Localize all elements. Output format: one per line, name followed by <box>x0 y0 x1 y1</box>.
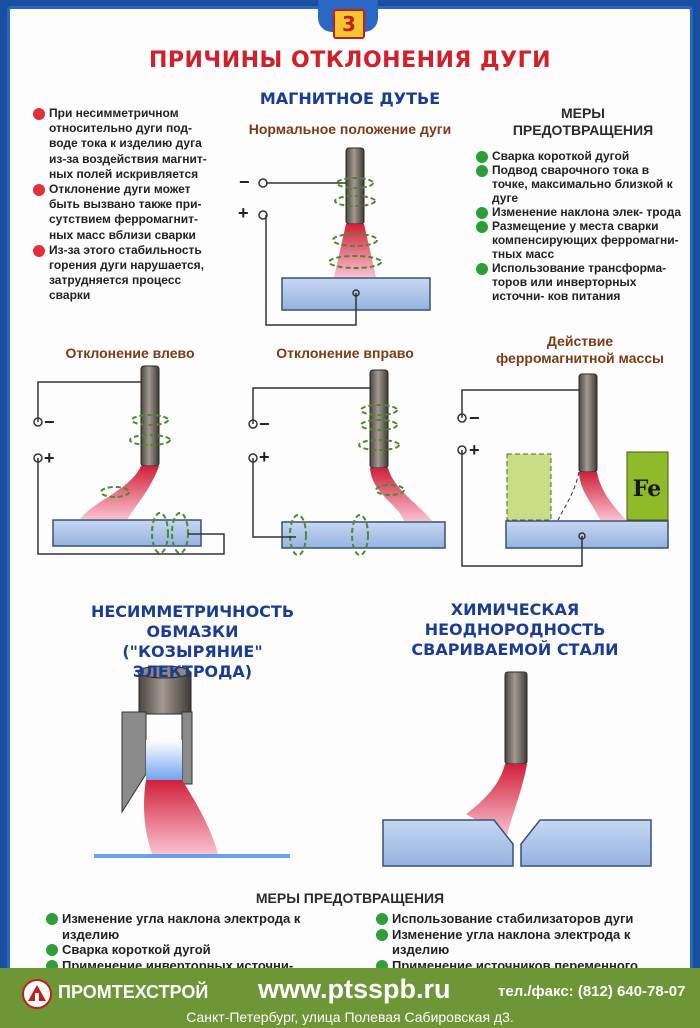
arc-flame <box>579 472 626 520</box>
measure-item: Изменение угла наклона электрода к издел… <box>376 927 681 958</box>
measure-item: Подвод сварочного тока в точке, максимал… <box>476 163 681 205</box>
right-deviation-diagram <box>248 369 446 556</box>
green-bullet-icon <box>476 221 488 233</box>
coating-shell <box>121 711 147 814</box>
chemical-heading: ХИМИЧЕСКАЯ НЕОДНОРОДНОСТЬ СВАРИВАЕМОЙ СТ… <box>411 600 619 659</box>
website-link[interactable]: www.ptsspb.ru <box>258 974 451 1004</box>
green-bullet-icon <box>476 165 488 177</box>
green-bullet-icon <box>376 928 388 941</box>
coating-diagram <box>94 665 290 858</box>
plus-label: + <box>238 203 249 223</box>
measure-item: Использование трансформа- торов или инве… <box>476 261 681 303</box>
cause-item: Отклонение дуги может быть вызвано также… <box>33 182 213 243</box>
cause-item: Из-за этого стабильность горения дуги на… <box>33 243 213 304</box>
measures-heading: МЕРЫ ПРЕДОТВРАЩЕНИЯ <box>512 105 654 138</box>
circuit-wires <box>248 387 370 538</box>
arc-flame <box>80 466 159 519</box>
circuit-wires <box>457 389 586 567</box>
green-bullet-icon <box>476 151 488 163</box>
minus-label: − <box>259 414 270 434</box>
measure-item: Изменение угла наклона электрода к издел… <box>46 911 346 942</box>
chemical-diagram <box>382 671 652 867</box>
measure-item: Сварка короткой дугой <box>46 942 346 958</box>
green-mass-left <box>506 453 552 521</box>
green-bullet-icon <box>46 944 58 956</box>
footer-bar <box>0 968 700 1028</box>
arc-ghost-outline <box>557 471 580 521</box>
magnetic-field-lines <box>100 414 189 554</box>
ferromagnetic-diagram: Fe <box>457 373 669 567</box>
arc-flame <box>466 764 527 836</box>
magnetic-field-lines <box>289 404 405 556</box>
causes-list: При несимметричном относительно дуги под… <box>33 106 213 304</box>
workpiece-plate <box>505 520 669 549</box>
red-bullet-icon <box>33 108 45 120</box>
address: Санкт-Петербург, улица Полевая Сабировск… <box>186 1009 514 1025</box>
electrode <box>578 373 598 473</box>
green-bullet-icon <box>46 913 58 925</box>
measures-list: Сварка короткой дугой Подвод сварочного … <box>476 149 681 303</box>
coating-shell-right <box>181 711 193 785</box>
electrode <box>345 147 365 225</box>
coating-heading: НЕСИММЕТРИЧНОСТЬ ОБМАЗКИ ("КОЗЫРЯНИЕ" ЭЛ… <box>90 602 295 681</box>
green-bullet-icon <box>376 913 388 925</box>
magnetic-heading: МАГНИТНОЕ ДУТЬЕ <box>259 89 441 108</box>
red-bullet-icon <box>33 184 45 197</box>
bottom-measures-right: Использование стабилизаторов дуги Измене… <box>376 911 681 973</box>
bottom-measures-heading: МЕРЫ ПРЕДОТВРАЩЕНИЯ <box>255 890 445 906</box>
electrode <box>504 671 528 765</box>
ferromagnetic-caption: Действие ферромагнитной массы <box>495 333 665 366</box>
circuit-wires <box>258 178 360 326</box>
arc-flame <box>144 780 218 854</box>
measure-item: Использование стабилизаторов дуги <box>376 911 681 927</box>
minus-label: − <box>239 172 250 192</box>
iron-mass <box>626 451 669 521</box>
right-deviation-caption: Отклонение вправо <box>276 345 414 361</box>
measure-item: Размещение у места сварки компенсирующих… <box>476 219 681 261</box>
normal-arc-diagram <box>258 147 431 326</box>
arc-flame <box>334 224 376 277</box>
phone-number: тел./факс: (812) 640-78-07 <box>498 983 686 1000</box>
measure-item: Изменение наклона элек- трода <box>476 205 681 219</box>
red-bullet-icon <box>33 244 45 257</box>
left-deviation-diagram <box>33 365 225 555</box>
page-title: ПРИЧИНЫ ОТКЛОНЕНИЯ ДУГИ <box>148 48 552 73</box>
company-logo-icon <box>22 979 52 1009</box>
plate-left <box>382 819 514 867</box>
company-name: ПРОМТЕХСТРОЙ <box>58 982 209 1002</box>
plus-label: + <box>259 447 270 467</box>
minus-label: − <box>44 412 55 432</box>
magnetic-field-lines <box>328 177 382 269</box>
arc-flame <box>370 468 432 521</box>
poster-number-badge: 3 <box>333 9 365 39</box>
minus-label: − <box>469 408 480 428</box>
iron-label: Fe <box>633 476 661 502</box>
coating-glow <box>146 740 182 782</box>
workpiece-plate <box>52 519 202 547</box>
plus-label: + <box>469 440 480 460</box>
left-deviation-caption: Отклонение влево <box>65 345 195 361</box>
bottom-measures-left: Изменение угла наклона электрода к издел… <box>46 911 346 973</box>
workpiece-plate <box>281 521 446 549</box>
plate-right <box>520 819 652 867</box>
green-bullet-icon <box>476 263 488 275</box>
plus-label: + <box>44 448 55 468</box>
cause-item: При несимметричном относительно дуги под… <box>33 106 213 182</box>
green-bullet-icon <box>476 207 488 219</box>
measure-item: Сварка короткой дугой <box>476 149 681 163</box>
circuit-wires <box>33 381 225 555</box>
normal-position-caption: Нормальное положение дуги <box>248 121 452 137</box>
